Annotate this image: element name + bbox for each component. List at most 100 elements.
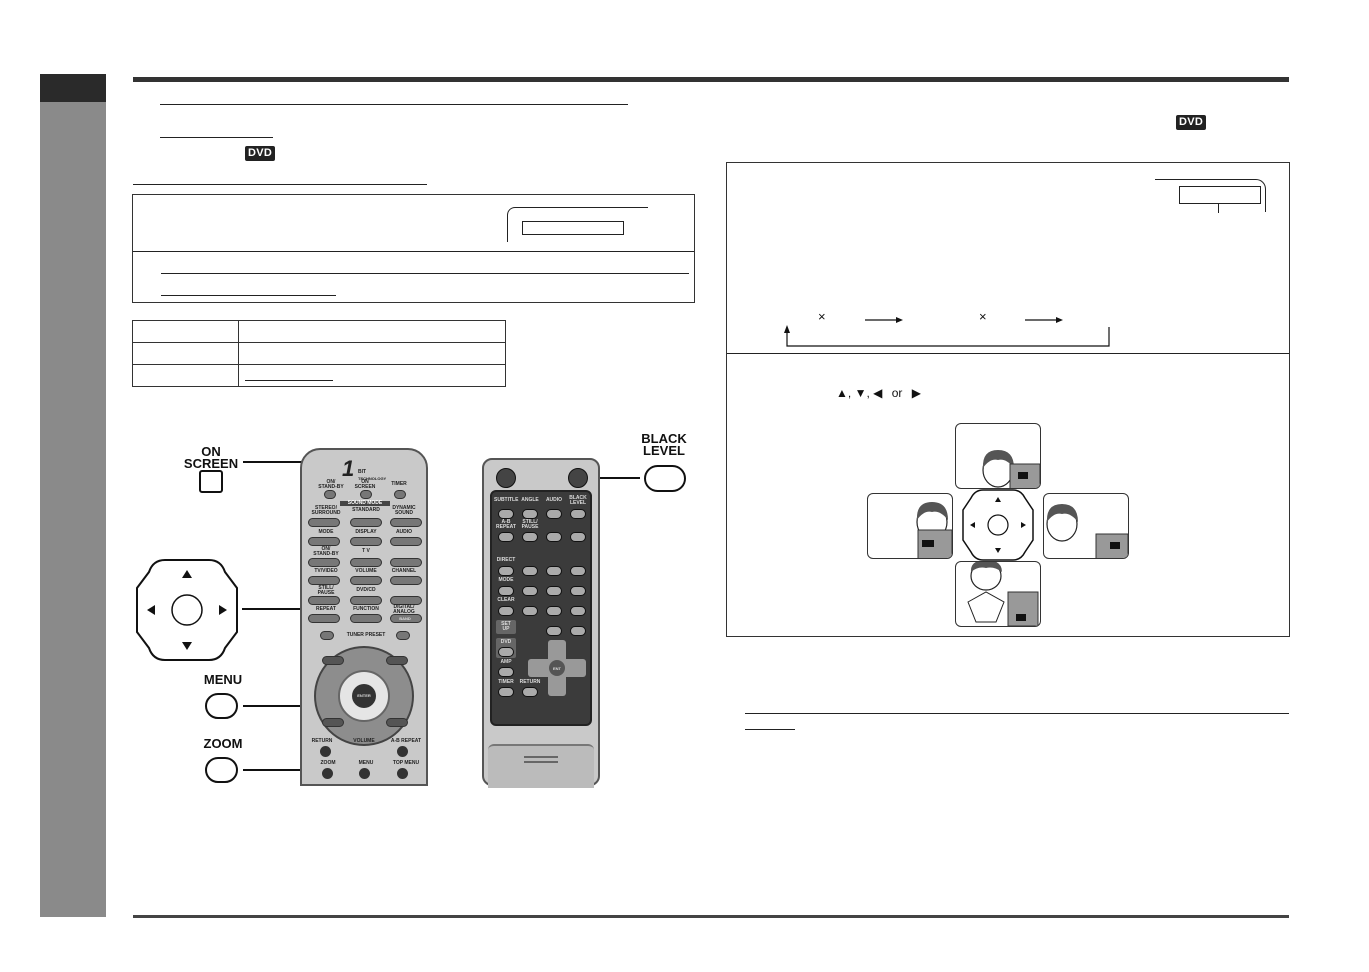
dark-enter-key[interactable] <box>549 660 565 676</box>
display-key[interactable] <box>350 537 382 546</box>
logo-sub: BIT <box>358 469 367 475</box>
cursor-pad[interactable] <box>135 558 239 662</box>
dark-return-key[interactable] <box>522 687 538 697</box>
pause-key[interactable] <box>308 596 340 605</box>
clear-key[interactable] <box>498 606 514 616</box>
skip-forward-key[interactable] <box>386 656 408 665</box>
enter-key[interactable] <box>352 684 376 708</box>
dark-return-label: RETURN <box>519 679 541 685</box>
dark-timer-key[interactable] <box>498 687 514 697</box>
arrow-right-icon <box>1056 317 1063 323</box>
left-arrow-icon <box>147 605 155 615</box>
play-key[interactable] <box>390 596 422 605</box>
standard-key[interactable] <box>350 518 382 527</box>
tv-vol-up-key[interactable] <box>350 558 382 567</box>
menu-button[interactable] <box>205 693 238 719</box>
num-9-key[interactable] <box>570 606 586 616</box>
num-5-key[interactable] <box>546 586 562 596</box>
remote-dark-panel: SUBTITLE ANGLE AUDIO BLACK LEVEL A-B REP… <box>490 490 592 726</box>
tv-video-key[interactable] <box>308 576 340 585</box>
dark-mode-key[interactable] <box>498 586 514 596</box>
tv-ch-down-key[interactable] <box>390 576 422 585</box>
dark-pause-key[interactable] <box>522 532 538 542</box>
num-1-key[interactable] <box>522 566 538 576</box>
prev-key[interactable] <box>320 631 334 640</box>
zoom-view-bottom <box>955 561 1041 627</box>
num-2-key[interactable] <box>546 566 562 576</box>
dvd-key[interactable] <box>498 647 514 657</box>
repeat-key[interactable] <box>308 614 340 623</box>
subheading-underline <box>160 137 273 138</box>
zoom-dpad[interactable] <box>961 488 1035 562</box>
black-level-label: BLACK LEVEL <box>641 431 687 458</box>
skip-back-key[interactable] <box>322 656 344 665</box>
next-key[interactable] <box>396 631 410 640</box>
function-key[interactable] <box>350 614 382 623</box>
direct-key[interactable] <box>498 566 514 576</box>
note-rule <box>745 713 1289 714</box>
stereo-surround-label: STEREO/ SURROUND <box>311 505 341 516</box>
num-3-key[interactable] <box>570 566 586 576</box>
zoom-panel-divider <box>727 353 1289 354</box>
top-menu-label: TOP MENU <box>392 760 420 766</box>
display-bracket <box>507 207 648 242</box>
dark-enter-label: ENT <box>553 666 561 671</box>
menu-mini-label: MENU <box>358 760 374 766</box>
num-4-key[interactable] <box>522 586 538 596</box>
tv-vol-down-key[interactable] <box>350 576 382 585</box>
display-readout <box>522 221 624 235</box>
standby-key[interactable] <box>324 490 336 499</box>
arrow-up-icon <box>784 325 790 333</box>
note-underline <box>745 729 795 730</box>
vol-minus-key[interactable] <box>322 718 344 727</box>
on-screen-label: ON SCREEN <box>183 444 239 471</box>
dark-stop-key[interactable] <box>546 532 562 542</box>
num-0-key[interactable] <box>546 626 562 636</box>
dark-ab-repeat-key[interactable] <box>498 532 514 542</box>
tuner-preset-label: TUNER PRESET <box>346 632 386 638</box>
table-row <box>132 364 506 387</box>
audio-key[interactable] <box>390 537 422 546</box>
zoom-view-top <box>955 423 1041 489</box>
on-screen-button[interactable] <box>199 470 223 493</box>
zoom-view-right <box>1043 493 1129 559</box>
down-arrow-icon <box>182 642 192 650</box>
footer-rule <box>133 915 1289 918</box>
audio-label: AUDIO <box>395 529 413 535</box>
num-8-key[interactable] <box>546 606 562 616</box>
dynamic-key[interactable] <box>390 518 422 527</box>
return-key[interactable] <box>320 746 331 757</box>
tv-standby-key[interactable] <box>308 558 340 567</box>
dvd-badge-right: DVD <box>1176 115 1207 130</box>
vol-plus-key[interactable] <box>386 718 408 727</box>
angle-key[interactable] <box>522 509 538 519</box>
mode-key[interactable] <box>308 537 340 546</box>
ab-repeat-key[interactable] <box>397 746 408 757</box>
num-6-key[interactable] <box>570 586 586 596</box>
surround-key[interactable] <box>308 518 340 527</box>
menu-key[interactable] <box>359 768 370 779</box>
dark-audio-key[interactable] <box>546 509 562 519</box>
band-key[interactable] <box>390 614 422 623</box>
dark-play-key[interactable] <box>570 532 586 542</box>
black-level-button[interactable] <box>644 465 686 492</box>
or-text: or <box>891 386 903 400</box>
zoom-panel: × × ▲, ▼, ◀ or ▶ <box>726 162 1290 637</box>
top-menu-key[interactable] <box>397 768 408 779</box>
display-label: DISPLAY <box>355 529 377 535</box>
timer-key[interactable] <box>394 490 406 499</box>
dvd-cd-label: DVD/CD <box>356 587 376 593</box>
table-cell <box>238 364 506 387</box>
tv-ch-up-key[interactable] <box>390 558 422 567</box>
num-7-key[interactable] <box>522 606 538 616</box>
subtitle-key[interactable] <box>498 509 514 519</box>
amp-key[interactable] <box>498 667 514 677</box>
on-screen-key[interactable] <box>360 490 372 499</box>
num-10-key[interactable] <box>570 626 586 636</box>
stop-key[interactable] <box>350 596 382 605</box>
setup-key[interactable] <box>496 620 516 634</box>
dark-black-level-key[interactable] <box>570 509 586 519</box>
zoom-button[interactable] <box>205 757 238 783</box>
zoom-key[interactable] <box>322 768 333 779</box>
tv-label: T V <box>362 548 370 554</box>
